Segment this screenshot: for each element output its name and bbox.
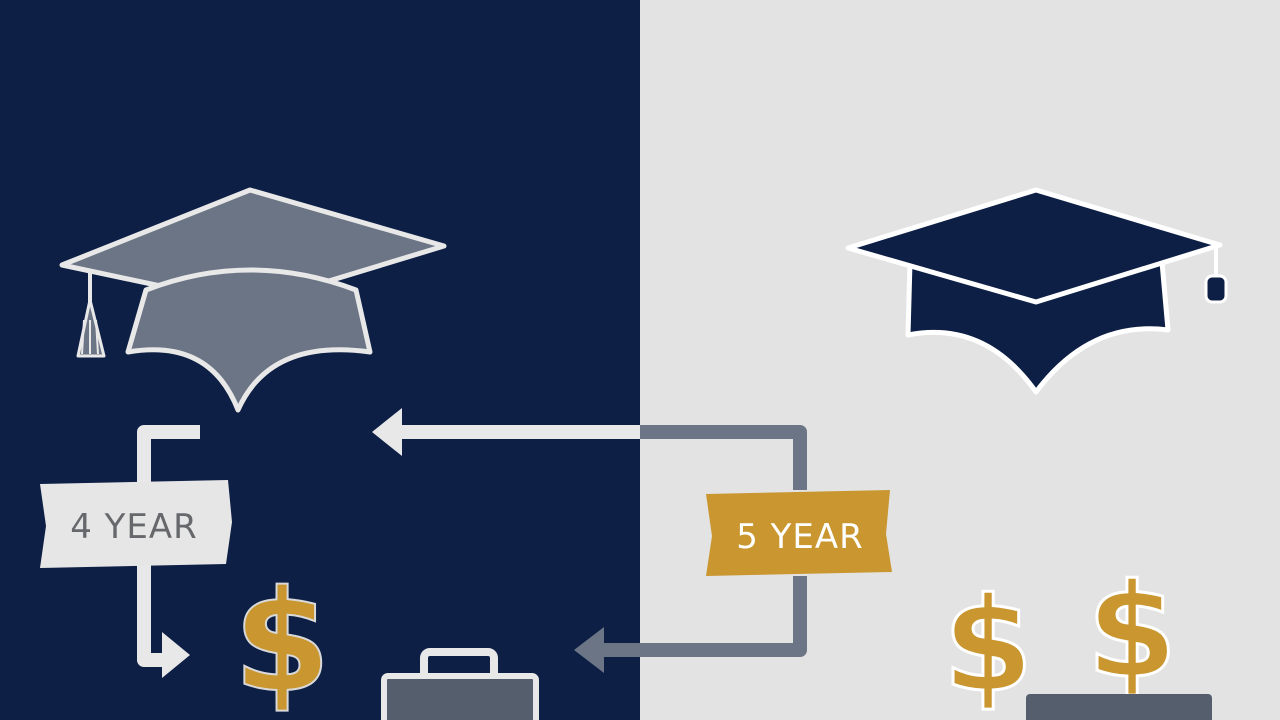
left-year-label: 4 YEAR [40,480,232,568]
left-graduation-cap-icon [59,187,447,413]
right-graduation-cap-icon [845,187,1228,395]
right-bottom-tab [1026,694,1212,720]
top-connector-arrow-left-icon [372,408,807,490]
right-year-label-text: 5 YEAR [736,517,864,557]
left-panel-background [0,0,640,720]
right-dollar-icon-2: $ [1087,555,1177,707]
left-dollar-icon: $ [233,561,330,720]
left-year-label-text: 4 YEAR [70,507,198,547]
briefcase-icon [381,648,539,720]
bottom-connector-arrow-left-icon [574,576,807,673]
right-year-label: 5 YEAR [706,490,892,576]
right-panel-background [640,0,1280,720]
right-dollar-icon-1: $ [943,569,1033,720]
